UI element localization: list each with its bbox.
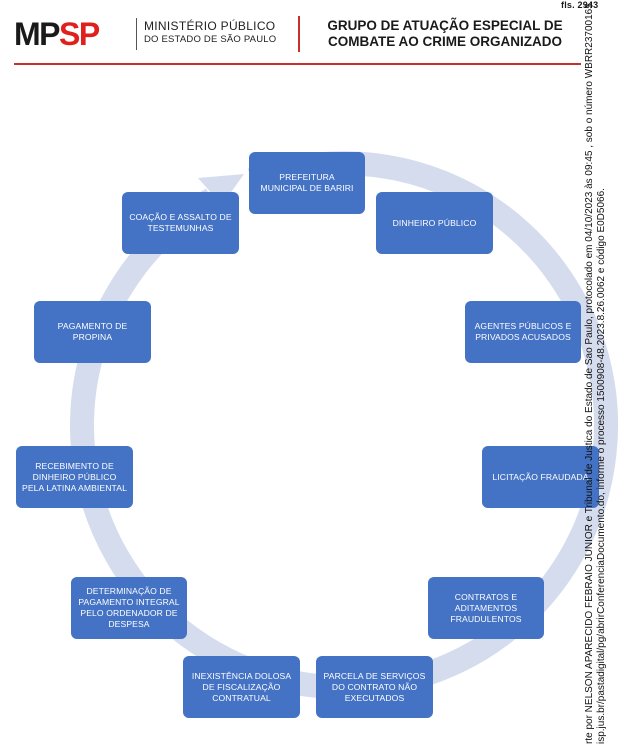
node-pagamento-propina: PAGAMENTO DE PROPINA xyxy=(34,301,151,363)
mpsp-logo: MPSP xyxy=(14,16,100,52)
node-dinheiro-publico: DINHEIRO PÚBLICO xyxy=(376,192,493,254)
side-validation-stamp: rte por NELSON APARECIDO FEBRAIO JUNIOR … xyxy=(583,0,633,744)
side-stamp-line2: isp.jus.br/pastadigital/pg/abrirConferen… xyxy=(596,188,607,744)
ministerio-publico-label: MINISTÉRIO PÚBLICO DO ESTADO DE SÃO PAUL… xyxy=(144,20,276,46)
logo-sp: SP xyxy=(59,16,100,52)
page-number: fls. 2943 xyxy=(561,0,599,10)
node-recebimento-dinheiro: RECEBIMENTO DE DINHEIRO PÚBLICO PELA LAT… xyxy=(16,446,133,508)
header-rule xyxy=(14,63,581,65)
logo-mp: MP xyxy=(14,16,61,52)
header-divider xyxy=(298,16,300,52)
cycle-ring-arc xyxy=(70,151,618,700)
side-stamp-line1: rte por NELSON APARECIDO FEBRAIO JUNIOR … xyxy=(584,3,595,744)
node-prefeitura: PREFEITURA MUNICIPAL DE BARIRI xyxy=(249,152,365,214)
node-determinacao-pagamento: DETERMINAÇÃO DE PAGAMENTO INTEGRAL PELO … xyxy=(71,577,187,639)
node-parcela-servicos: PARCELA DE SERVIÇOS DO CONTRATO NÃO EXEC… xyxy=(316,656,433,718)
node-contratos-fraudulentos: CONTRATOS E ADITAMENTOS FRAUDULENTOS xyxy=(428,577,544,639)
logo-divider xyxy=(136,18,137,50)
gaeco-line2: COMBATE AO CRIME ORGANIZADO xyxy=(328,34,562,49)
gaeco-title: GRUPO DE ATUAÇÃO ESPECIAL DE COMBATE AO … xyxy=(310,18,580,50)
ministerio-line1: MINISTÉRIO PÚBLICO xyxy=(144,19,276,33)
node-inexistencia-fiscalizacao: INEXISTÊNCIA DOLOSA DE FISCALIZAÇÃO CONT… xyxy=(183,656,300,718)
node-agentes-acusados: AGENTES PÚBLICOS E PRIVADOS ACUSADOS xyxy=(465,301,581,363)
gaeco-line1: GRUPO DE ATUAÇÃO ESPECIAL DE xyxy=(327,18,563,33)
node-coacao-testemunhas: COAÇÃO E ASSALTO DE TESTEMUNHAS xyxy=(122,192,239,254)
node-licitacao-fraudada: LICITAÇÃO FRAUDADA xyxy=(482,446,599,508)
document-header: MPSP MINISTÉRIO PÚBLICO DO ESTADO DE SÃO… xyxy=(14,14,580,56)
cycle-arrow-head xyxy=(198,174,244,205)
ministerio-line2: DO ESTADO DE SÃO PAULO xyxy=(144,34,277,45)
